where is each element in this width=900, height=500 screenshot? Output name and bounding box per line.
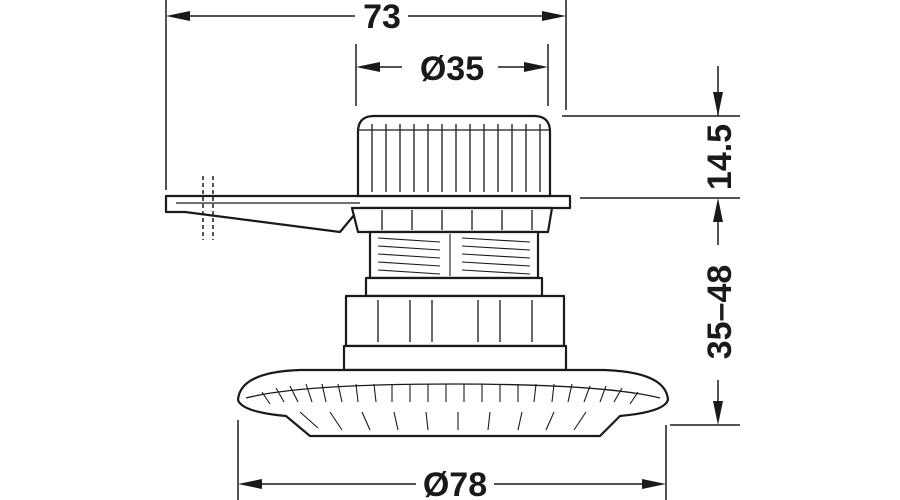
threaded-spindle: [368, 230, 540, 280]
ribbed-base-foot: [236, 368, 670, 438]
lower-housing: [342, 276, 568, 372]
label-overall-width: 73: [363, 0, 401, 36]
dimension-top-diameter: Ø35: [355, 44, 549, 106]
mounting-plate: [164, 176, 572, 240]
dimension-base-diameter: Ø78: [237, 420, 667, 500]
dimension-top-height: 14.5: [562, 66, 740, 222]
knurled-top-cap: [356, 114, 552, 198]
dimension-adjustment-range: 35–48: [670, 222, 740, 426]
label-top-diameter: Ø35: [420, 50, 484, 88]
hex-collar: [350, 206, 554, 234]
label-adjustment-range: 35–48: [701, 265, 739, 360]
dimension-overall-width: 73: [165, 0, 567, 190]
label-top-height: 14.5: [701, 124, 739, 190]
label-base-diameter: Ø78: [423, 466, 487, 500]
